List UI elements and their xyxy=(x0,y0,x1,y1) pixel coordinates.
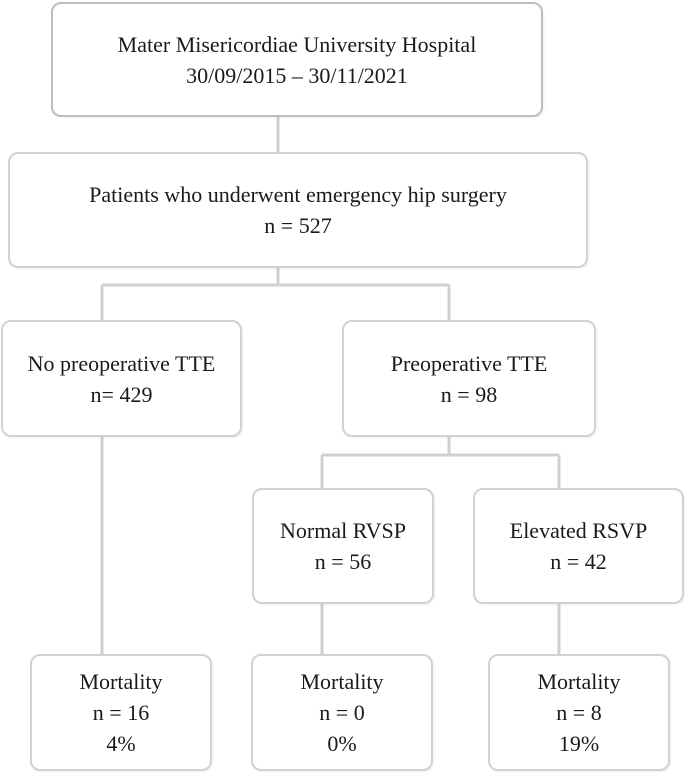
normal-rvsp-label: Normal RVSP xyxy=(280,518,406,543)
cohort-label: Patients who underwent emergency hip sur… xyxy=(89,182,507,207)
mortality-no-tte-label: Mortality xyxy=(79,669,163,694)
mortality-normal-count: n = 0 xyxy=(319,700,365,725)
mortality-normal-percent: 0% xyxy=(327,731,357,756)
mortality-elevated-percent: 19% xyxy=(558,731,600,756)
no-tte-box: No preoperative TTE n= 429 xyxy=(1,320,242,437)
normal-rvsp-count: n = 56 xyxy=(314,549,372,574)
elevated-rsvp-count: n = 42 xyxy=(550,549,607,574)
study-period: 30/09/2015 – 30/11/2021 xyxy=(186,62,408,88)
normal-rvsp-box: Normal RVSP n = 56 xyxy=(252,488,434,604)
mortality-normal-label: Mortality xyxy=(300,669,384,694)
no-tte-count: n= 429 xyxy=(90,381,153,407)
cohort-box: Patients who underwent emergency hip sur… xyxy=(8,152,588,268)
mortality-no-tte-count: n = 16 xyxy=(92,700,150,725)
mortality-normal-rvsp-box: Mortality n = 0 0% xyxy=(251,654,433,771)
hospital-name: Mater Misericordiae University Hospital xyxy=(117,31,477,57)
mortality-elevated-count: n = 8 xyxy=(556,700,602,725)
cohort-count: n = 527 xyxy=(264,213,332,238)
tte-box: Preoperative TTE n = 98 xyxy=(342,320,596,437)
mortality-elevated-label: Mortality xyxy=(537,669,621,694)
hospital-box: Mater Misericordiae University Hospital … xyxy=(51,2,543,117)
tte-count: n = 98 xyxy=(440,381,498,407)
no-tte-label: No preoperative TTE xyxy=(27,350,216,376)
mortality-no-tte-box: Mortality n = 16 4% xyxy=(30,654,212,771)
elevated-rsvp-box: Elevated RSVP n = 42 xyxy=(473,488,684,604)
mortality-no-tte-percent: 4% xyxy=(106,731,136,756)
mortality-elevated-rsvp-box: Mortality n = 8 19% xyxy=(488,654,670,771)
elevated-rsvp-label: Elevated RSVP xyxy=(509,518,648,543)
tte-label: Preoperative TTE xyxy=(390,350,548,376)
